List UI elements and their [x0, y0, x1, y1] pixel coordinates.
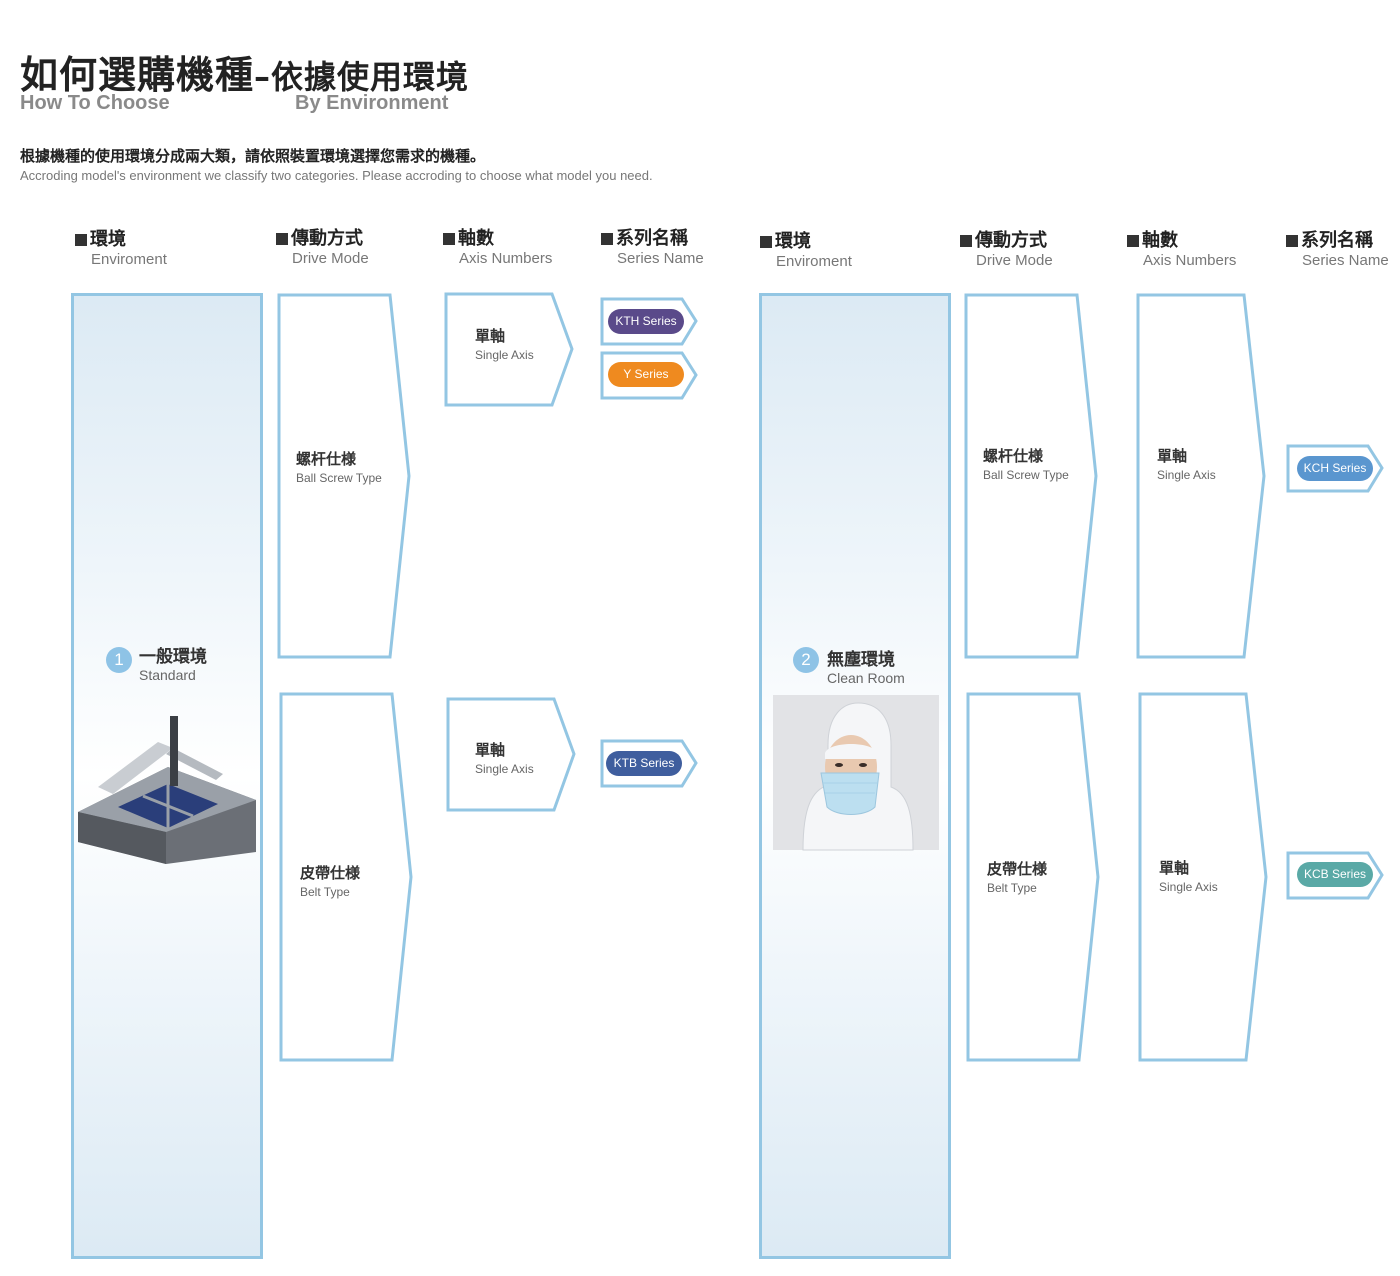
drive-box-belt-2: [966, 692, 1100, 1062]
square-bullet-icon: [1127, 235, 1139, 247]
drive-box-ballscrew: [277, 293, 411, 659]
cleanroom-person-icon: [773, 695, 939, 851]
axis-box-ballscrew-2: [1136, 293, 1266, 659]
env-number-badge: 2: [793, 647, 819, 673]
series-pill-y[interactable]: Y Series: [608, 362, 684, 387]
intro-zh: 根據機種的使用環境分成兩大類，請依照裝置環境選擇您需求的機種。: [20, 147, 486, 165]
title-en-right: By Environment: [295, 92, 449, 114]
series-pill-kcb[interactable]: KCB Series: [1297, 862, 1373, 887]
square-bullet-icon: [960, 235, 972, 247]
square-bullet-icon: [760, 236, 772, 248]
xyz-robot-icon: [78, 716, 256, 864]
square-bullet-icon: [276, 233, 288, 245]
square-bullet-icon: [443, 233, 455, 245]
axis-box-belt-2: [1138, 692, 1268, 1062]
drive-box-belt: [279, 692, 413, 1062]
title-main: 如何選購機種: [20, 53, 255, 97]
axis-box-ballscrew: [444, 292, 574, 407]
drive-box-ballscrew-2: [964, 293, 1098, 659]
square-bullet-icon: [75, 234, 87, 246]
square-bullet-icon: [1286, 235, 1298, 247]
series-pill-kth[interactable]: KTH Series: [608, 309, 684, 334]
square-bullet-icon: [601, 233, 613, 245]
env-number-badge: 1: [106, 647, 132, 673]
series-pill-ktb[interactable]: KTB Series: [606, 751, 682, 776]
title-en-left: How To Choose: [20, 92, 170, 114]
intro-en: Accroding model's environment we classif…: [20, 168, 653, 183]
title-sub: –依據使用環境: [254, 58, 470, 96]
axis-box-belt: [446, 697, 576, 812]
series-pill-kch[interactable]: KCH Series: [1297, 456, 1373, 481]
page-title: 如何選購機種–依據使用環境: [20, 44, 469, 99]
